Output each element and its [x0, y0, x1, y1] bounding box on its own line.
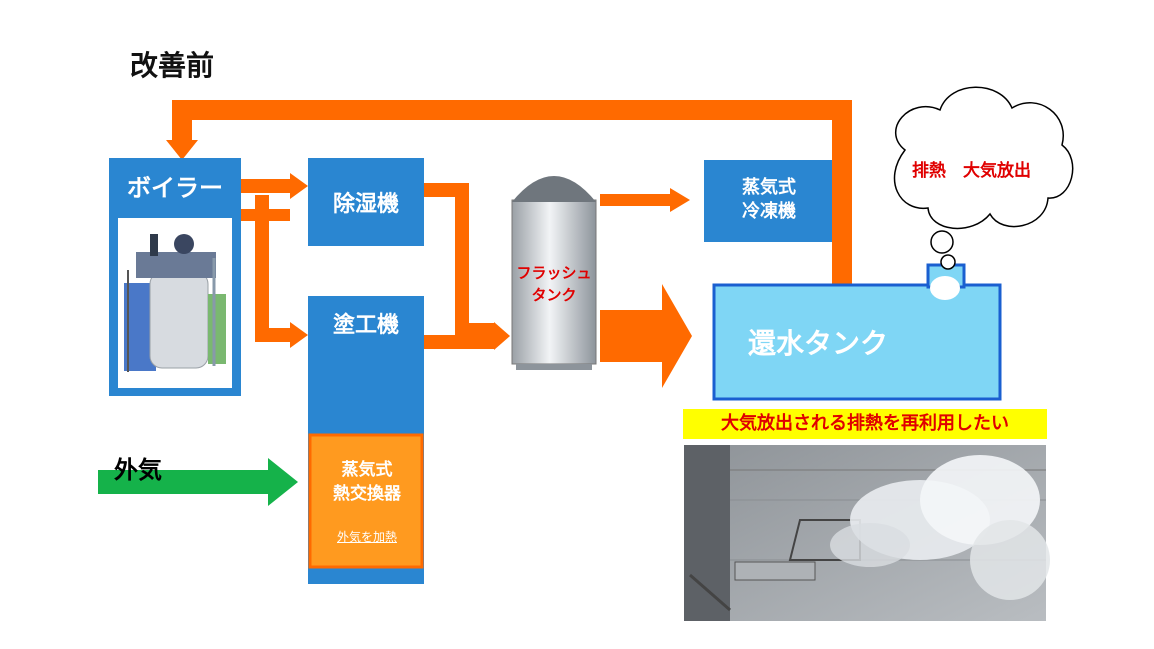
page-title: 改善前: [130, 49, 215, 82]
flash-to-tank-arrow: [600, 284, 692, 388]
heat-exchanger-box: [308, 433, 424, 569]
reuse-banner: 大気放出される排熱を再利用したい: [683, 409, 1047, 439]
outside-air-arrow: [98, 458, 298, 506]
return-loop-arrowhead: [166, 140, 198, 160]
vent-steam: [930, 276, 960, 300]
flash-to-refrigerator-arrowhead: [670, 188, 690, 212]
return-loop-arrow: [172, 100, 852, 284]
flash-tank-label: フラッシュ タンク: [516, 264, 592, 304]
boiler-split-arrow: [255, 195, 292, 342]
coater-label: 塗工機: [332, 313, 399, 338]
boiler-to-coater-arrowhead: [290, 322, 308, 348]
to-flash-arrowhead: [494, 322, 510, 350]
heat-exchanger-label: 蒸気式 熱交換器: [333, 460, 401, 504]
outside-air-label: 外気: [114, 456, 162, 484]
return-tank-box: [712, 283, 1002, 401]
steam-refrigerator-box: [704, 160, 832, 242]
heat-exchanger-note: 外気を加熱: [336, 530, 397, 544]
steam-photo: [684, 445, 1050, 621]
exhaust-cloud: [893, 86, 1074, 270]
steam-refrigerator-label: 蒸気式 冷凍機: [742, 177, 796, 222]
cloud-label: 排熱 大気放出: [912, 161, 1031, 181]
dehumidifier-to-flash-arrow: [424, 183, 494, 337]
boiler-label: ボイラー: [127, 174, 223, 202]
dehumidifier-label: 除湿機: [332, 192, 399, 217]
flash-tank: [511, 176, 597, 370]
return-tank-label: 還水タンク: [748, 327, 889, 360]
boiler-illustration: [124, 234, 226, 372]
dehumidifier-box: [308, 158, 424, 246]
boiler-to-dehumidifier-arrowhead: [290, 173, 308, 199]
